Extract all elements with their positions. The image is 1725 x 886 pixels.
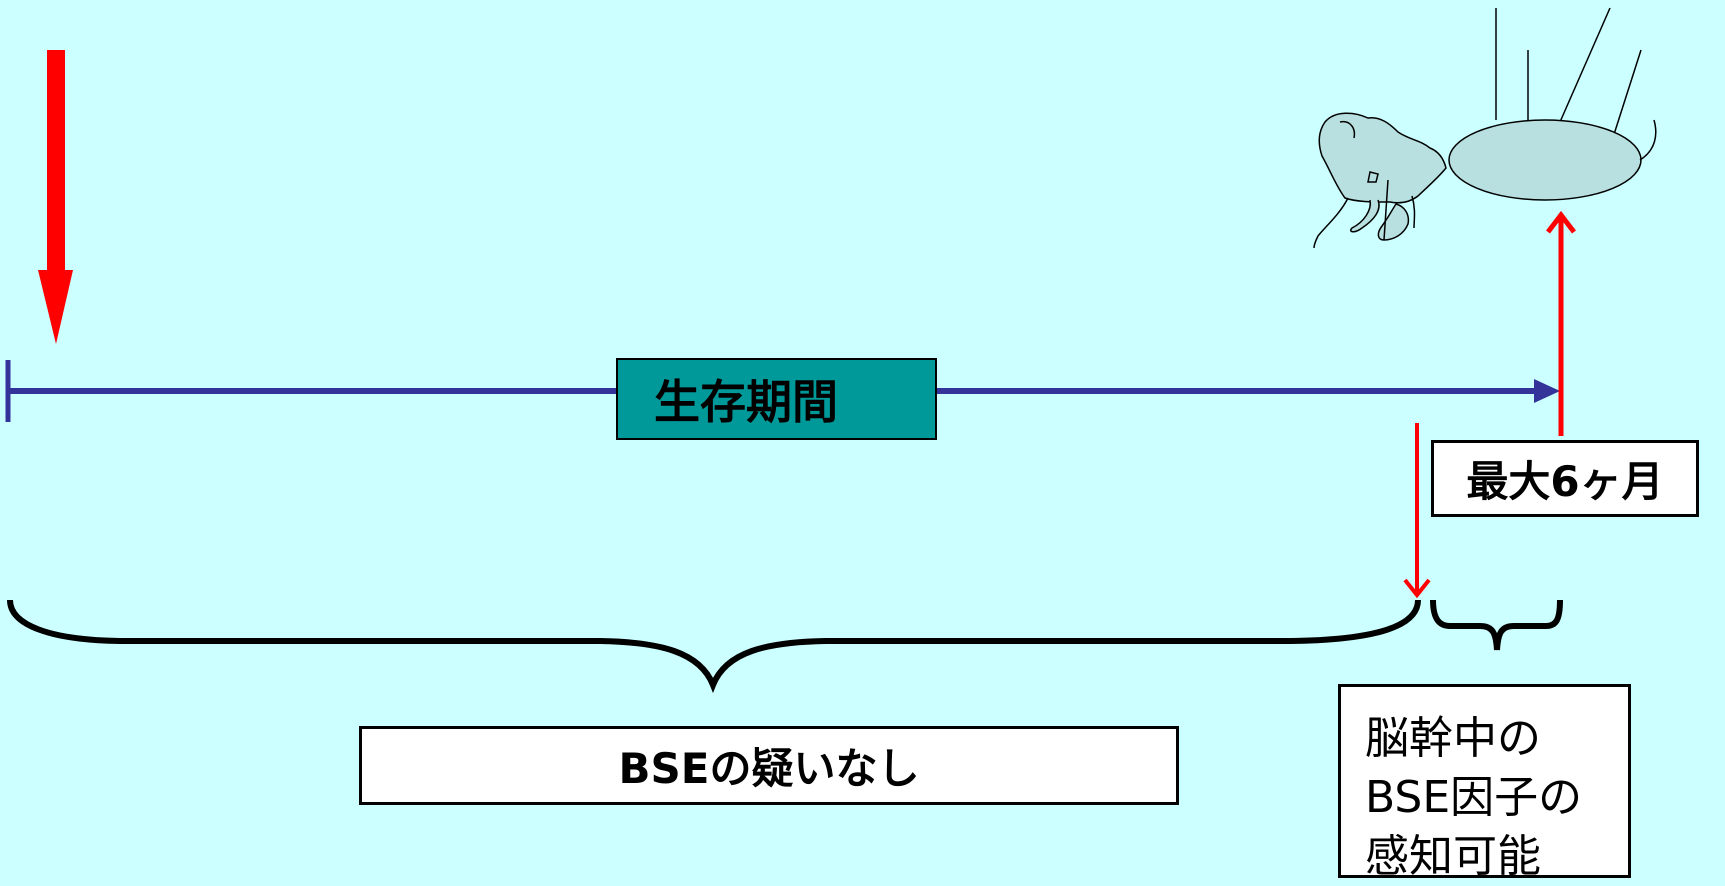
bse-detectable-lines: 脳幹中の BSE因子の 感知可能 xyxy=(1365,709,1583,878)
detectable-line-2: BSE因子の xyxy=(1365,772,1583,823)
no-suspicion-brace xyxy=(7,599,1421,694)
survival-period-text: 生存期間 xyxy=(654,375,838,429)
no-bse-suspicion-text: BSEの疑いなし xyxy=(618,744,920,793)
detectable-line-1: 脳幹中の xyxy=(1365,713,1541,764)
detection-down-arrow xyxy=(1403,423,1431,599)
survival-period-label: 生存期間 xyxy=(616,358,937,440)
detectable-brace xyxy=(1430,599,1563,651)
max-six-months-label: 最大6ヶ月 xyxy=(1431,440,1699,517)
detectable-line-3: 感知可能 xyxy=(1365,831,1541,878)
slaughter-up-arrow xyxy=(1546,210,1576,436)
slaughtered-cow-icon xyxy=(1313,7,1657,249)
no-bse-suspicion-label: BSEの疑いなし xyxy=(359,726,1179,805)
max-six-months-text: 最大6ヶ月 xyxy=(1466,457,1664,506)
bse-detectable-label: 脳幹中の BSE因子の 感知可能 xyxy=(1338,684,1631,878)
birth-arrow-icon xyxy=(38,50,73,344)
